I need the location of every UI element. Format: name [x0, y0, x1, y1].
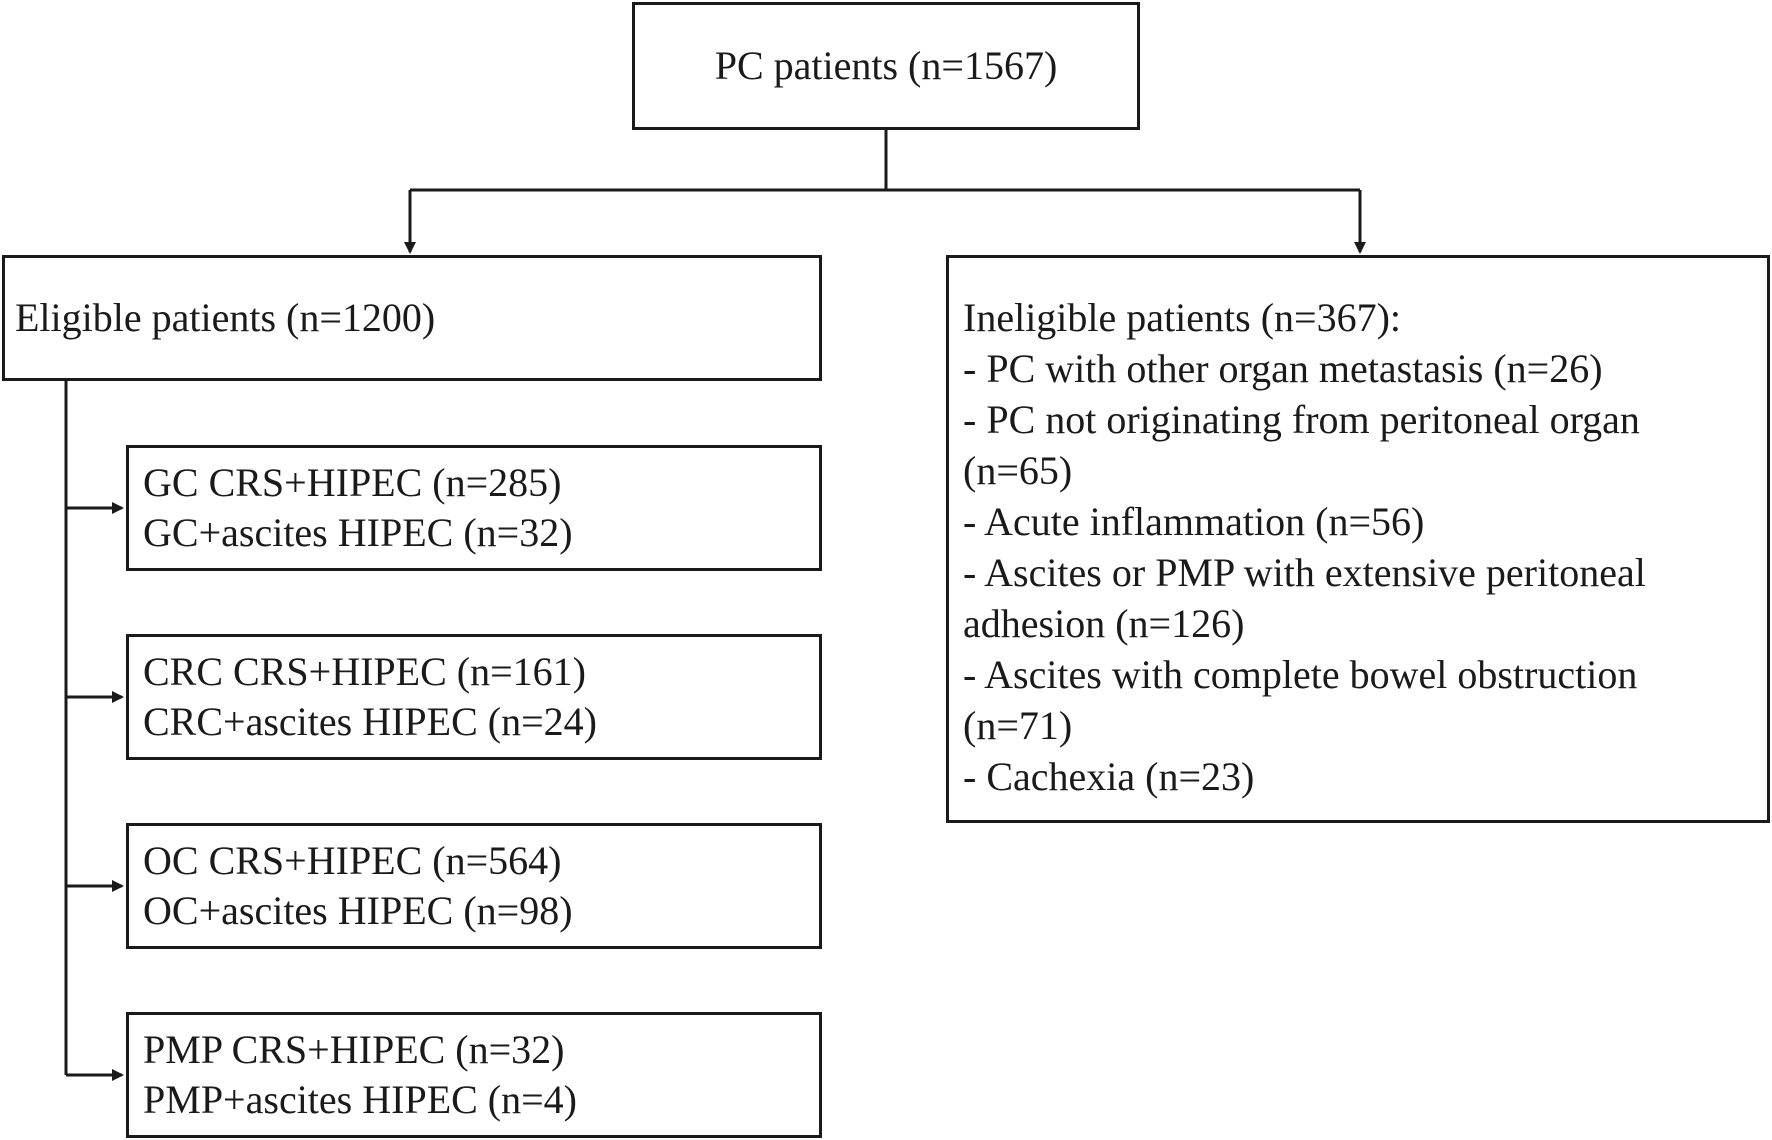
ineligible-line: (n=71)	[963, 703, 1073, 748]
root-box: PC patients (n=1567)	[632, 2, 1140, 130]
ineligible-line: adhesion (n=126)	[963, 601, 1245, 646]
ineligible-line: - Ascites with complete bowel obstructio…	[963, 652, 1638, 697]
ineligible-line: - PC not originating from peritoneal org…	[963, 397, 1640, 442]
oc-ascites-hipec-label: OC+ascites HIPEC (n=98)	[143, 888, 573, 933]
ineligible-heading: Ineligible patients (n=367):	[963, 295, 1402, 340]
eligible-label: Eligible patients (n=1200)	[15, 295, 436, 340]
ineligible-line: - Cachexia (n=23)	[963, 754, 1255, 799]
pmp-crs-hipec-label: PMP CRS+HIPEC (n=32)	[143, 1027, 565, 1072]
ineligible-line: - Acute inflammation (n=56)	[963, 499, 1425, 544]
crc-crs-hipec-label: CRC CRS+HIPEC (n=161)	[143, 649, 586, 694]
ineligible-line: (n=65)	[963, 448, 1073, 493]
ineligible-line: - Ascites or PMP with extensive peritone…	[963, 550, 1646, 595]
pmp-ascites-hipec-label: PMP+ascites HIPEC (n=4)	[143, 1077, 578, 1122]
pmp-group-box: PMP CRS+HIPEC (n=32) PMP+ascites HIPEC (…	[126, 1012, 822, 1138]
gc-group-box: GC CRS+HIPEC (n=285) GC+ascites HIPEC (n…	[126, 445, 822, 571]
ineligible-box: Ineligible patients (n=367): - PC with o…	[946, 255, 1770, 823]
ineligible-line: - PC with other organ metastasis (n=26)	[963, 346, 1603, 391]
gc-ascites-hipec-label: GC+ascites HIPEC (n=32)	[143, 510, 573, 555]
gc-crs-hipec-label: GC CRS+HIPEC (n=285)	[143, 460, 562, 505]
oc-group-box: OC CRS+HIPEC (n=564) OC+ascites HIPEC (n…	[126, 823, 822, 949]
crc-group-box: CRC CRS+HIPEC (n=161) CRC+ascites HIPEC …	[126, 634, 822, 760]
root-label: PC patients (n=1567)	[714, 43, 1058, 88]
crc-ascites-hipec-label: CRC+ascites HIPEC (n=24)	[143, 699, 597, 744]
eligible-box: Eligible patients (n=1200)	[2, 255, 822, 381]
oc-crs-hipec-label: OC CRS+HIPEC (n=564)	[143, 838, 562, 883]
